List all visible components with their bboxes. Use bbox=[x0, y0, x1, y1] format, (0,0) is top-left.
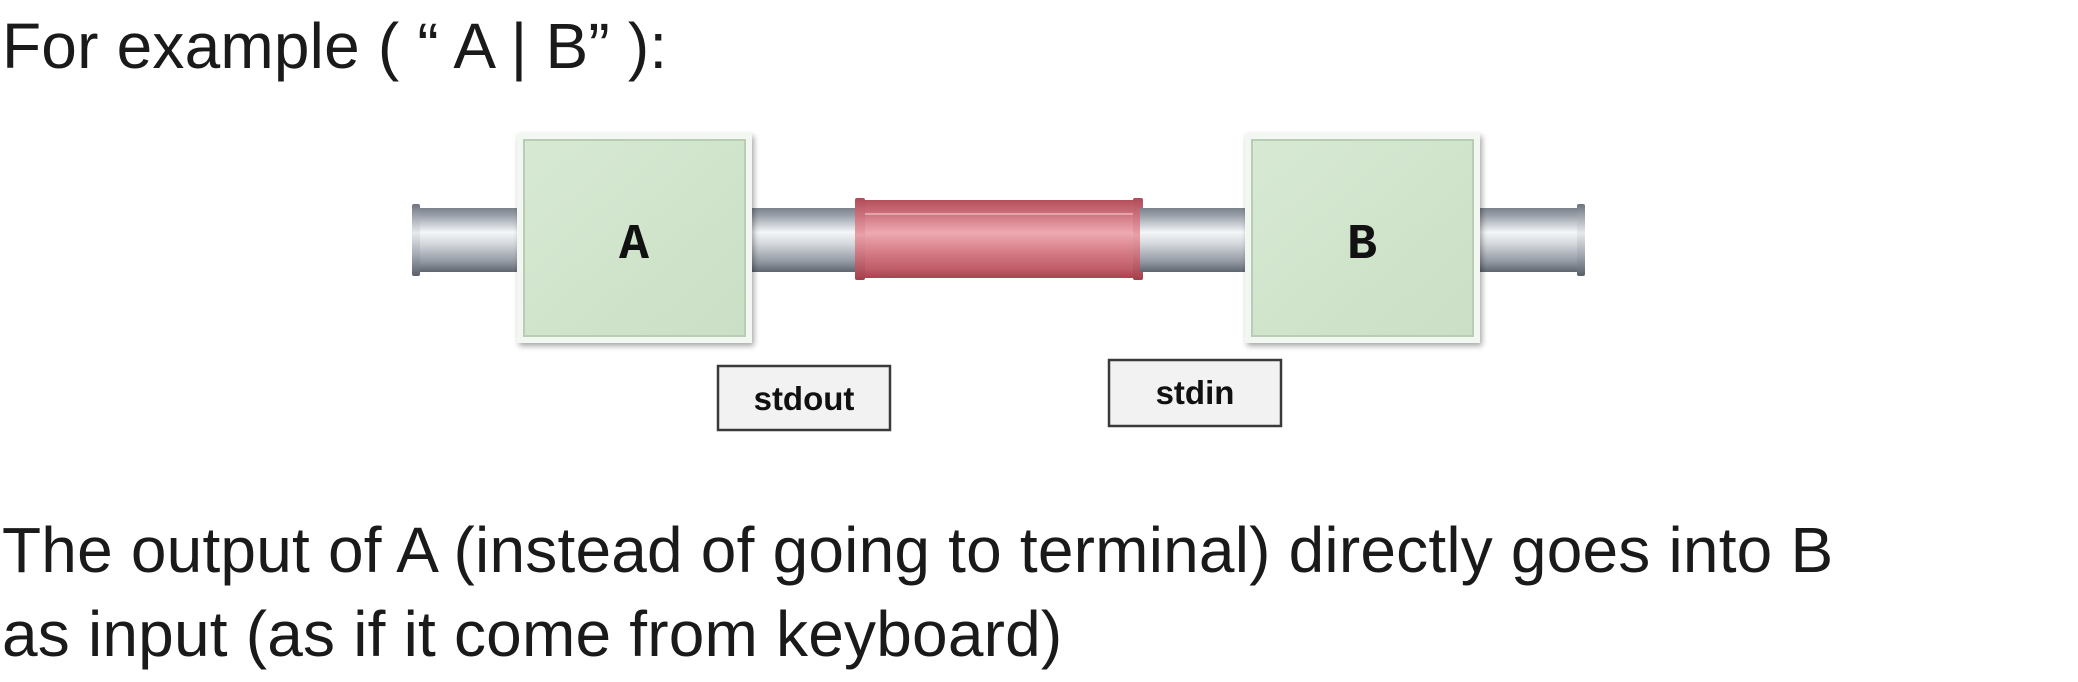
stdout-tag: stdout bbox=[716, 364, 892, 432]
process-a-label: A bbox=[619, 217, 649, 274]
red-pipe bbox=[855, 198, 1143, 280]
stdin-label: stdin bbox=[1156, 374, 1235, 411]
stdin-pipe bbox=[1140, 208, 1250, 272]
page-heading: For example ( “ A | B” ): bbox=[2, 10, 668, 82]
stdin-tag: stdin bbox=[1107, 358, 1283, 428]
stdout-label: stdout bbox=[754, 380, 855, 417]
explanation-text: The output of A (instead of going to ter… bbox=[2, 508, 1833, 676]
right-pipe bbox=[1475, 204, 1585, 276]
process-a-box bbox=[517, 133, 752, 343]
process-b-label: B bbox=[1347, 217, 1377, 274]
left-pipe bbox=[412, 204, 522, 276]
explanation-line-2: as input (as if it come from keyboard) bbox=[2, 598, 1063, 670]
explanation-line-1: The output of A (instead of going to ter… bbox=[2, 514, 1834, 586]
stdout-pipe bbox=[750, 208, 860, 272]
process-b-box bbox=[1245, 133, 1480, 343]
